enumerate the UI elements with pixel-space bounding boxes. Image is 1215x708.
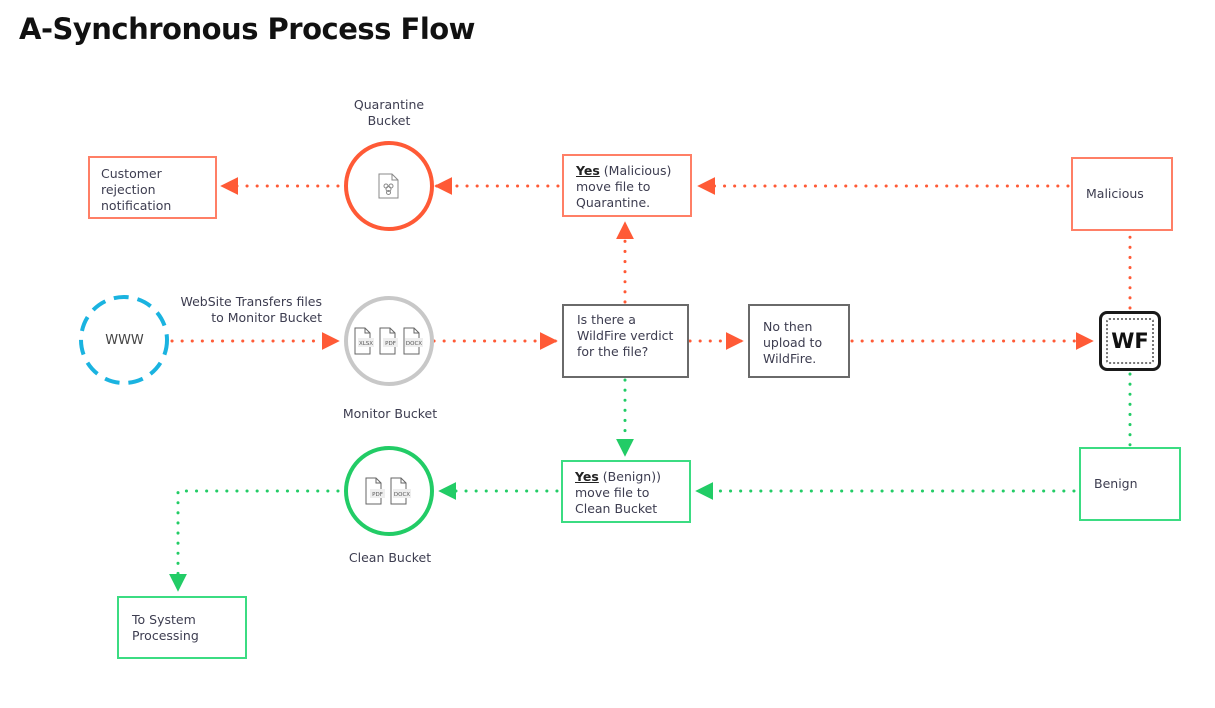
wildfire-label: WF <box>1111 329 1149 353</box>
transfer-label-line1: WebSite Transfers files <box>180 294 322 309</box>
transfer-label: WebSite Transfers files to Monitor Bucke… <box>172 294 322 326</box>
clean-bucket-circle[interactable] <box>344 446 434 536</box>
file-label-xlsx: XLSX <box>359 341 373 347</box>
monitor-bucket-label: Monitor Bucket <box>342 406 438 421</box>
file-label-docx: DOCX <box>394 492 410 498</box>
malicious-box[interactable]: Malicious <box>1071 157 1173 231</box>
biohazard-file-icon <box>378 173 399 199</box>
wildfire-icon: WF <box>1106 318 1154 364</box>
file-label-pdf: PDF <box>385 341 396 347</box>
move-quarantine-box[interactable]: Yes (Malicious) move file to Quarantine. <box>562 154 692 217</box>
upload-text: No then upload to WildFire. <box>763 319 823 366</box>
clean-bucket-label: Clean Bucket <box>348 550 432 565</box>
move-clean-text: (Benign)) move file to Clean Bucket <box>575 469 661 516</box>
file-icons-monitor <box>354 327 423 355</box>
quarantine-bucket-label: Quarantine Bucket <box>339 97 439 129</box>
malicious-text: Malicious <box>1086 186 1144 201</box>
benign-box[interactable]: Benign <box>1079 447 1181 521</box>
benign-text: Benign <box>1094 476 1138 491</box>
upload-box[interactable]: No then upload to WildFire. <box>748 304 850 378</box>
move-quarantine-text: (Malicious) move file to Quarantine. <box>576 163 672 210</box>
verdict-check-box[interactable]: Is there a WildFire verdict for the file… <box>562 304 689 378</box>
www-node[interactable]: WWW <box>81 297 168 384</box>
page-title: A-Synchronous Process Flow <box>19 12 475 46</box>
file-icons-clean <box>365 477 411 505</box>
quarantine-bucket-label-line2: Bucket <box>367 113 411 128</box>
www-label: WWW <box>105 333 144 348</box>
wildfire-node[interactable]: WF <box>1099 311 1161 371</box>
system-processing-text: To System Processing <box>132 612 199 643</box>
system-processing-box[interactable]: To System Processing <box>117 596 247 659</box>
customer-rejection-box[interactable]: Customer rejection notification <box>88 156 217 219</box>
connector-clean-to-system <box>169 489 340 592</box>
file-label-docx: DOCX <box>406 341 422 347</box>
www-circle <box>79 295 169 385</box>
yes-label: Yes <box>576 163 600 178</box>
customer-rejection-text: Customer rejection notification <box>101 166 172 213</box>
yes-label: Yes <box>575 469 599 484</box>
quarantine-bucket-label-line1: Quarantine <box>353 97 425 112</box>
file-label-pdf: PDF <box>372 492 383 498</box>
verdict-check-text: Is there a WildFire verdict for the file… <box>577 312 674 359</box>
transfer-label-line2: to Monitor Bucket <box>211 310 322 325</box>
move-clean-box[interactable]: Yes (Benign)) move file to Clean Bucket <box>561 460 691 523</box>
